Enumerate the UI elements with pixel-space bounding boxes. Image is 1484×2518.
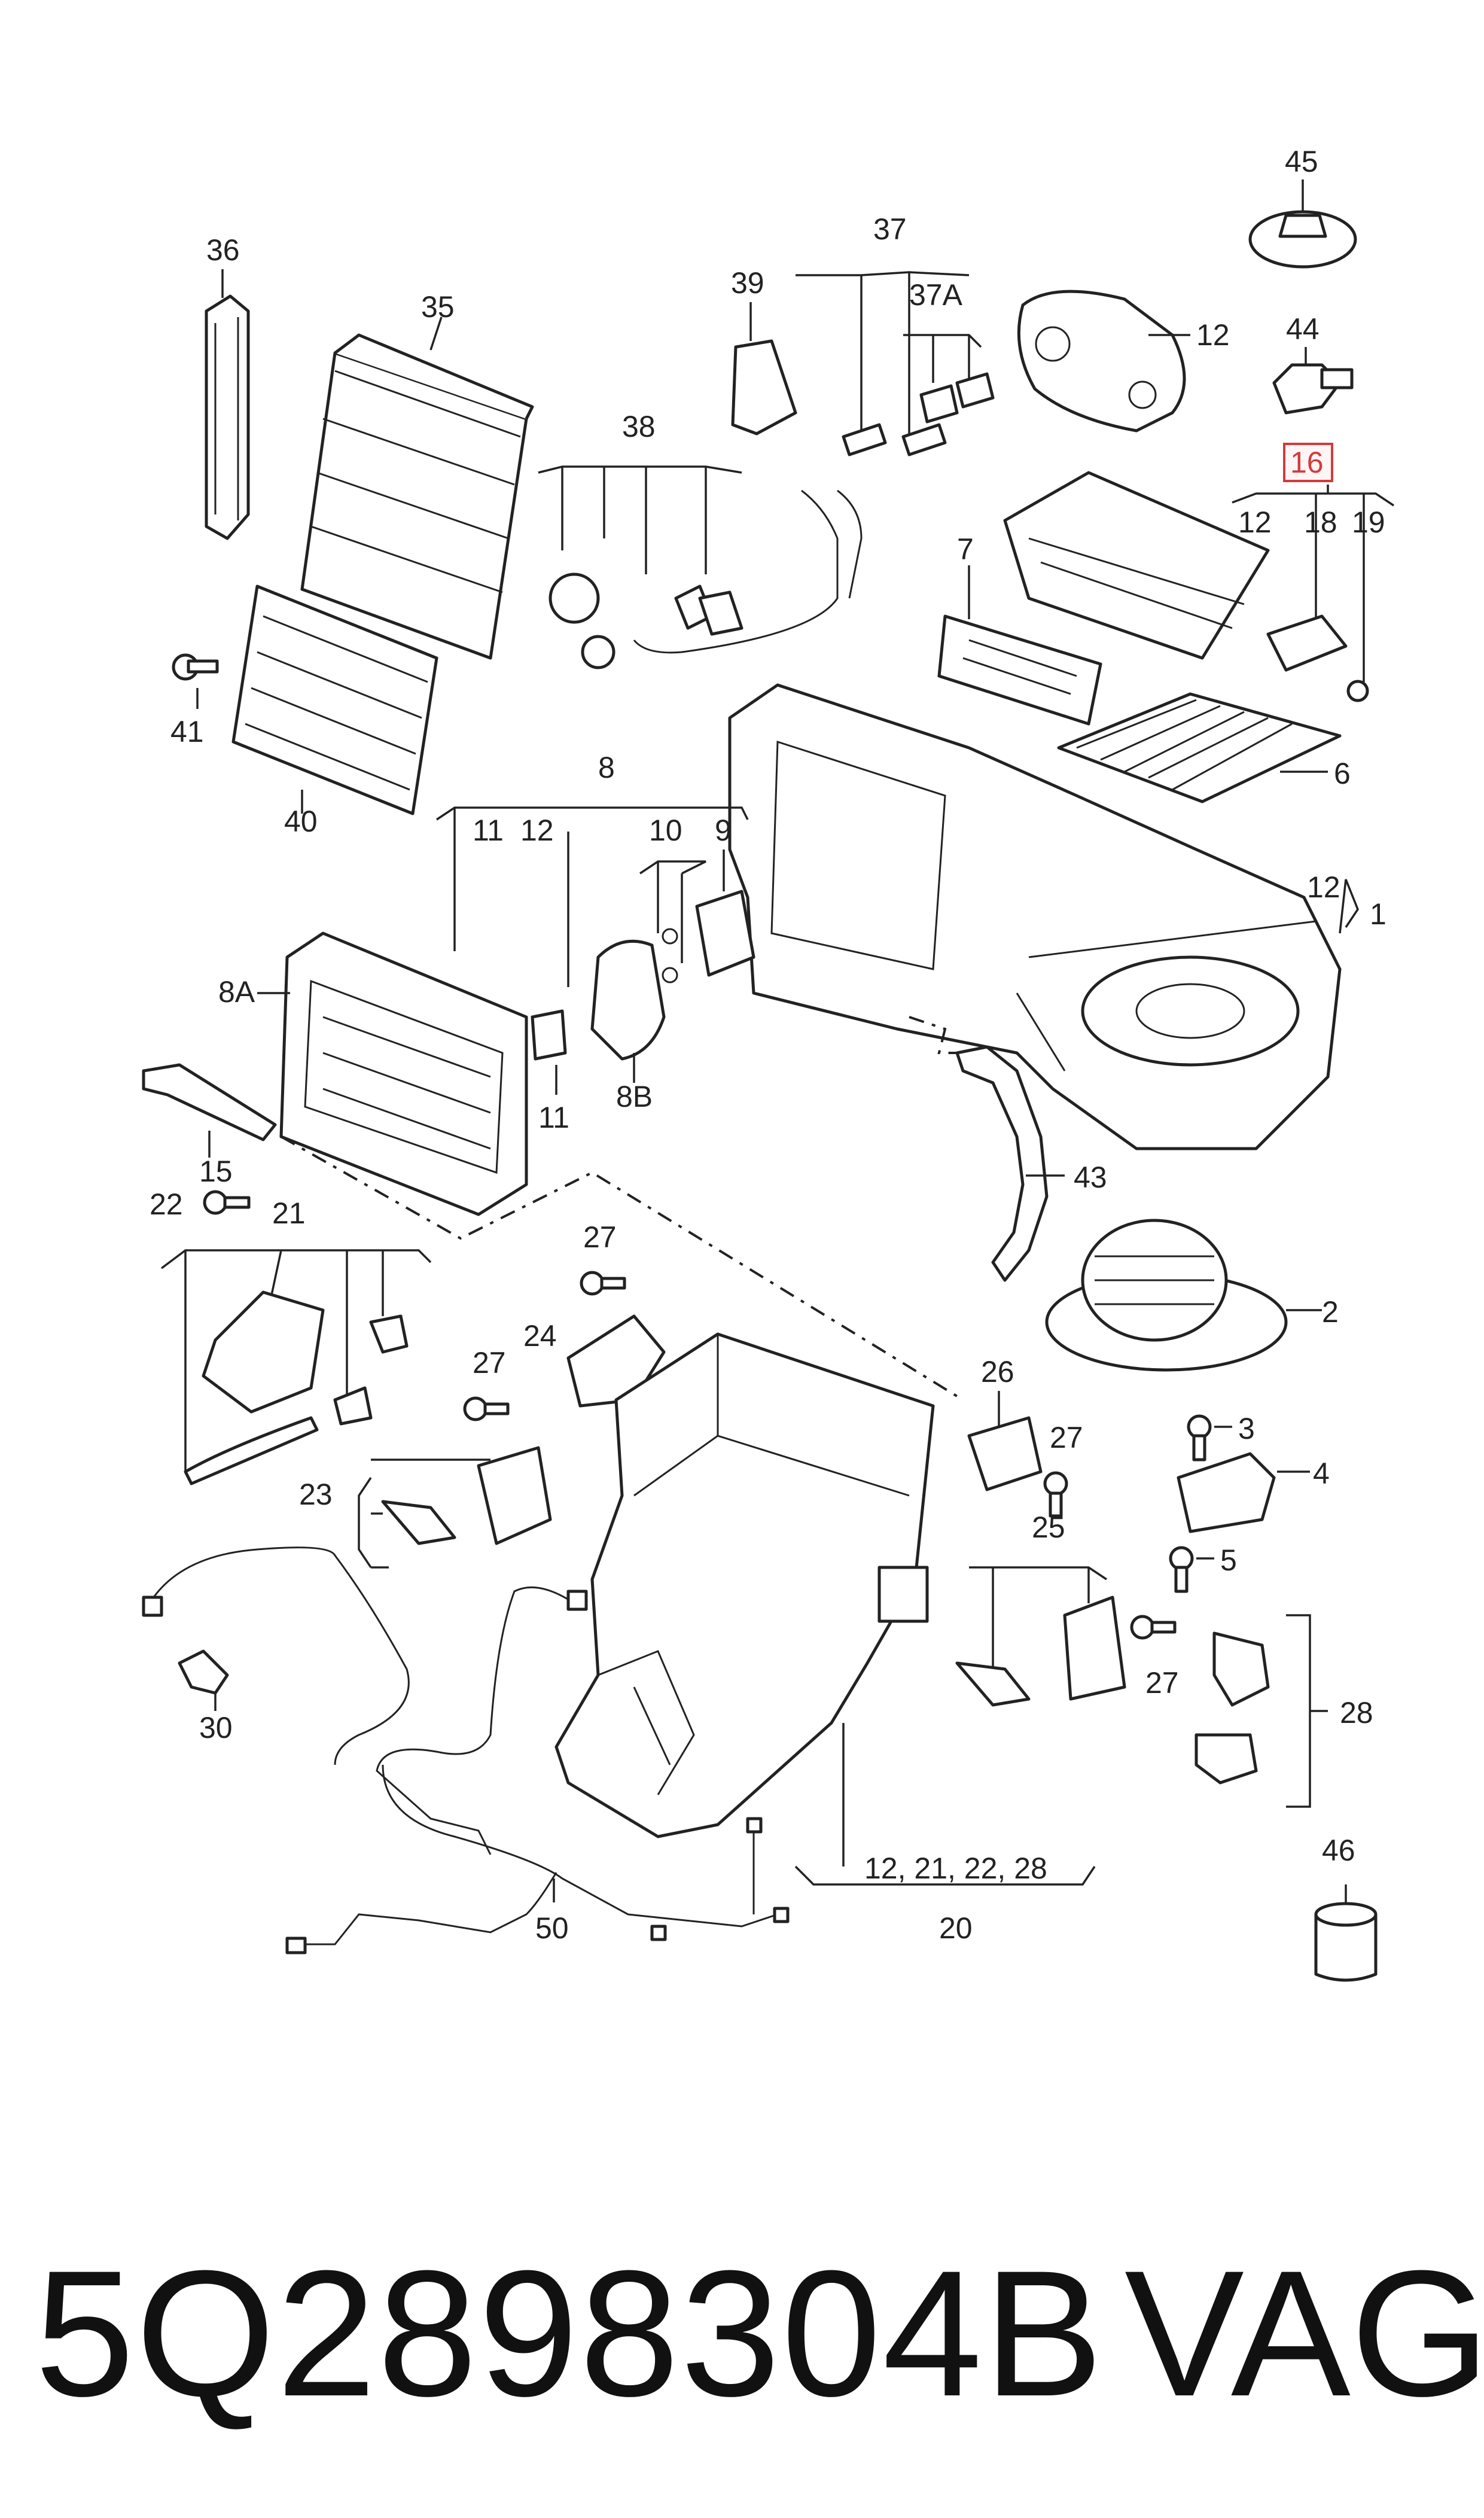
callout-38: 38 (622, 410, 656, 443)
part-20-air-distribution-housing (554, 1332, 935, 1867)
callout-37a: 37A (909, 278, 963, 312)
part-5-screw (1169, 1546, 1214, 1593)
callout-39: 39 (731, 266, 764, 300)
callout-27-top: 27 (583, 1220, 617, 1254)
callout-12-group-16: 12 (1238, 506, 1272, 539)
part-16-group (1232, 443, 1394, 702)
callout-40: 40 (284, 805, 318, 838)
callout-8b: 8B (616, 1080, 653, 1113)
part-6-cabin-filter (1057, 692, 1342, 803)
callout-4: 4 (1313, 1457, 1330, 1490)
part-35-heater-core (300, 316, 534, 660)
callout-3: 3 (1238, 1412, 1255, 1445)
callout-20: 20 (939, 1911, 973, 1945)
part-37-refrigerant-pipes (633, 271, 970, 654)
callout-44: 44 (1286, 312, 1320, 346)
part-number-text: 5Q2898304B (35, 2233, 1105, 2434)
callout-37: 37 (873, 212, 907, 246)
callout-9: 9 (715, 814, 732, 847)
part-27-screw (463, 1271, 1177, 1640)
part-8a-evaporator (257, 931, 528, 1216)
part-15-temperature-sensor (142, 1063, 277, 1158)
exploded-parts-diagram: 45 44 16 12 36 35 39 37 37A 38 12 18 19 … (142, 145, 1394, 1982)
part-9-expansion-valve (695, 850, 755, 977)
callout-labels: 45 44 16 12 36 35 39 37 37A 38 12 18 19 … (150, 145, 1387, 1945)
callout-24: 24 (523, 1319, 557, 1353)
part-7-seal (937, 565, 1102, 726)
part-23-actuator (358, 1446, 552, 1569)
part-41-screw (172, 653, 219, 709)
part-39-connector (731, 302, 797, 436)
callout-6: 6 (1334, 757, 1351, 790)
part-22-screw (203, 1190, 251, 1215)
part-8-group-bracket (436, 806, 749, 987)
callout-25: 25 (1032, 1511, 1065, 1544)
part-3-screw (1187, 1414, 1232, 1462)
callout-35: 35 (421, 290, 455, 324)
callout-5: 5 (1220, 1543, 1237, 1577)
highlight-box-16 (1283, 443, 1333, 482)
callout-10: 10 (649, 814, 682, 847)
callout-11-bottom: 11 (538, 1101, 569, 1134)
callout-12-group-1: 12 (1307, 870, 1340, 904)
part-36-bracket (205, 269, 250, 540)
callout-43: 43 (1074, 1161, 1107, 1194)
callout-7: 7 (957, 532, 974, 566)
callout-27-left: 27 (473, 1346, 506, 1380)
part-1-hvac-housing (728, 683, 1359, 1150)
part-43-drain-hose (955, 1045, 1065, 1282)
callout-50: 50 (535, 1911, 569, 1945)
part-20-group-bracket (794, 1865, 1096, 1886)
callout-15: 15 (199, 1155, 233, 1188)
callout-8: 8 (598, 751, 615, 784)
part-37a-pipe-caps (903, 334, 995, 424)
callout-1: 1 (1370, 897, 1387, 931)
part-46-plug (1314, 1884, 1378, 1982)
part-11-bolt (531, 1009, 567, 1095)
callout-8a: 8A (218, 975, 255, 1009)
part-28-actuators (1194, 1614, 1328, 1808)
assembly-outline (281, 1016, 964, 1401)
callout-18: 18 (1304, 506, 1337, 539)
callout-11-top: 11 (473, 814, 504, 847)
part-30-clip (178, 1649, 229, 1711)
part-8b-insulation (590, 939, 666, 1083)
part-2-blower-motor (1045, 1219, 1322, 1372)
callout-27-bottom: 27 (1145, 1666, 1179, 1700)
callout-30: 30 (199, 1711, 233, 1744)
callout-12-top-right: 12 (1196, 318, 1230, 352)
callout-20-sublist: 12, 21, 22, 28 (864, 1852, 1047, 1885)
callout-23: 23 (299, 1478, 333, 1511)
part-12-housing-cover (1003, 471, 1270, 660)
part-50-wiring-harness (142, 1546, 790, 1954)
callout-45: 45 (1285, 145, 1318, 178)
callout-46: 46 (1322, 1834, 1355, 1867)
callout-27-right: 27 (1050, 1421, 1083, 1454)
callout-36: 36 (206, 233, 240, 267)
brand-text: VAG (1125, 2233, 1484, 2434)
part-38-fittings (538, 465, 743, 669)
part-10-o-rings (639, 860, 706, 984)
part-21-flap-linkage (160, 1249, 432, 1485)
callout-21: 21 (272, 1196, 306, 1230)
callout-2: 2 (1322, 1295, 1339, 1329)
callout-12-group-8: 12 (520, 814, 554, 847)
part-45-nut (1248, 179, 1357, 269)
part-44-clip (1272, 347, 1354, 415)
callout-16: 16 (1290, 446, 1324, 479)
part-26-actuator (967, 1391, 1043, 1491)
callout-26: 26 (981, 1355, 1014, 1389)
callout-28: 28 (1340, 1696, 1373, 1730)
callout-19: 19 (1352, 506, 1385, 539)
callout-41: 41 (170, 715, 204, 748)
part-25-actuator (955, 1566, 1126, 1707)
part-4-cover (1177, 1452, 1310, 1533)
callout-22: 22 (150, 1188, 183, 1221)
part-40-heater-element (231, 584, 438, 815)
part-12-gasket (1017, 290, 1190, 433)
